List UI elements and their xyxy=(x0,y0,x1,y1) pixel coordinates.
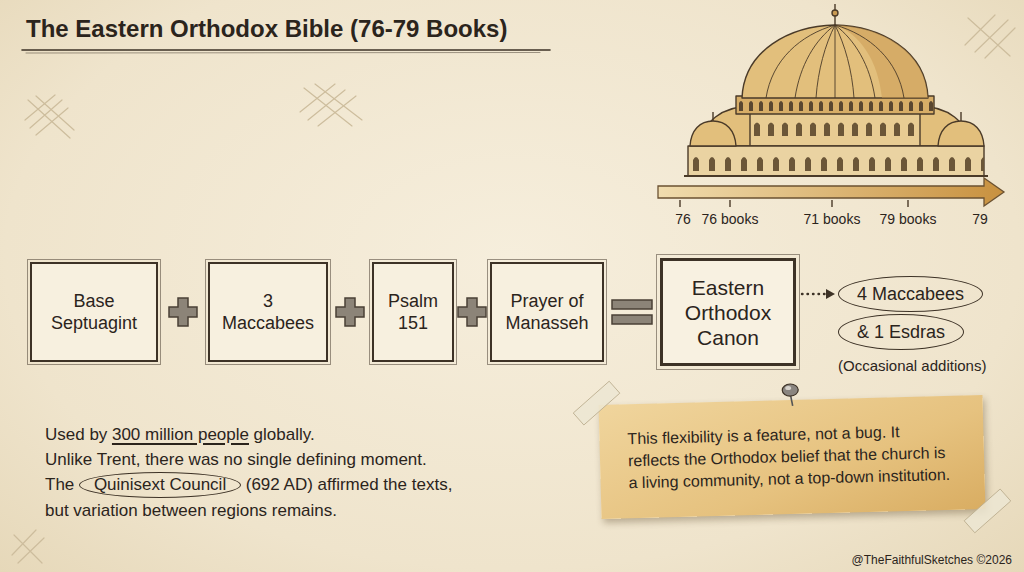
push-pin xyxy=(782,384,798,396)
text-line: The Quinisext Council (692 AD) affirmed th… xyxy=(45,472,457,498)
paper-hatch xyxy=(25,95,74,138)
book-box: Prayer of Manasseh xyxy=(490,262,604,362)
push-pin xyxy=(782,384,799,406)
timeline-label: 76 books xyxy=(702,211,759,228)
title-underline xyxy=(26,52,540,54)
hagia-sophia xyxy=(835,25,928,98)
text-line: Used by 300 million people globally. xyxy=(45,422,457,447)
hagia-sophia xyxy=(750,112,920,146)
push-pin xyxy=(790,394,792,406)
plus-sign xyxy=(458,298,486,326)
body-text: globally. xyxy=(254,425,315,444)
page-title: The Eastern Orthodox Bible (76-79 Books) xyxy=(26,14,507,44)
timeline-label: 76 xyxy=(675,211,691,228)
arrow-head xyxy=(826,289,835,299)
equals-sign xyxy=(612,315,652,324)
tape xyxy=(573,381,620,425)
sticky-note: This flexibility is a feature, not a bug… xyxy=(599,395,986,519)
canon-box: Eastern Orthodox Canon xyxy=(660,258,796,366)
push-pin xyxy=(785,386,791,390)
paper-hatch xyxy=(12,15,1015,563)
book-box: Base Septuagint xyxy=(30,262,158,362)
plus-sign xyxy=(336,298,364,326)
paper-hatch xyxy=(12,530,44,563)
plus-sign xyxy=(458,298,486,326)
hagia-sophia xyxy=(712,112,713,121)
body-text: The xyxy=(45,475,74,494)
timeline-label: 79 books xyxy=(880,211,937,228)
dotted-arrow xyxy=(802,289,835,299)
body-text: Used by 300 million people globally. Unlike… xyxy=(45,422,457,523)
book-box: 3 Maccabees xyxy=(208,262,328,362)
hagia-sophia xyxy=(684,4,988,176)
body-text: but variation between regions remains. xyxy=(45,501,337,520)
equals-sign xyxy=(612,300,652,309)
body-text: Used by xyxy=(45,425,107,444)
timeline-arrow xyxy=(658,178,1004,207)
text-line: but variation between regions remains. xyxy=(45,498,457,523)
node-text: Eastern Orthodox Canon xyxy=(673,275,783,350)
dotted-line xyxy=(802,293,826,295)
hagia-sophia xyxy=(742,25,928,98)
hagia-sophia xyxy=(684,175,988,177)
paper-hatch xyxy=(300,84,362,126)
equals-sign xyxy=(612,300,652,324)
book-box: Psalm 151 xyxy=(372,262,454,362)
hagia-sophia xyxy=(750,112,920,146)
hagia-sophia xyxy=(690,121,736,146)
addition-group: 4 Maccabees& 1 Esdras (Occasional additio… xyxy=(838,276,986,375)
timeline-label: 79 xyxy=(972,211,988,228)
body-text: Unlike Trent, there was no single defini… xyxy=(45,450,427,469)
tape xyxy=(964,489,1011,533)
plus-sign xyxy=(169,298,197,326)
node-text: 4 Maccabees xyxy=(838,276,983,312)
circled-text: Quinisext Council xyxy=(79,472,241,498)
text-line: Unlike Trent, there was no single defini… xyxy=(45,447,457,472)
timeline-arrow xyxy=(658,178,1004,206)
hagia-sophia xyxy=(688,146,984,176)
timeline-label: 71 books xyxy=(804,211,861,228)
hagia-sophia xyxy=(960,112,961,121)
title-underline xyxy=(22,50,550,53)
node-text: (Occasional additions) xyxy=(838,356,986,375)
timeline-arrow xyxy=(680,200,908,207)
node-text: 3 Maccabees xyxy=(220,290,316,334)
hagia-sophia xyxy=(688,146,984,176)
paper-hatch xyxy=(965,15,1015,58)
plus-sign xyxy=(169,298,197,326)
underlined-text: 300 million people xyxy=(112,425,249,444)
node-text: & 1 Esdras xyxy=(838,314,964,350)
note-text: This flexibility is a feature, not a bug… xyxy=(627,420,957,495)
plus-sign xyxy=(336,298,364,326)
node-text: Base Septuagint xyxy=(42,290,146,334)
body-text: (692 AD) affirmed the texts, xyxy=(246,475,453,494)
node-text: Prayer of Manasseh xyxy=(502,290,592,334)
watermark: @TheFaithfulSketches ©2026 xyxy=(852,553,1012,568)
node-text: Psalm 151 xyxy=(384,290,442,334)
title-underline xyxy=(22,49,550,51)
hagia-sophia xyxy=(938,121,984,146)
hagia-sophia xyxy=(832,10,838,16)
hagia-sophia xyxy=(766,25,904,98)
tape xyxy=(572,371,1011,543)
